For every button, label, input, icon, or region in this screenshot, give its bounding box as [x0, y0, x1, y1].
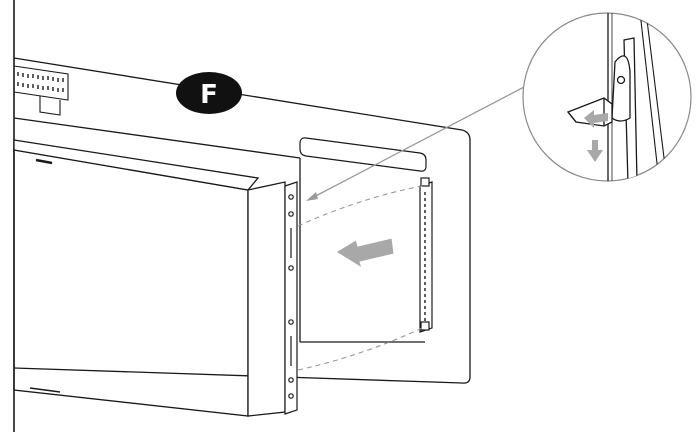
mounting-rail [419, 177, 433, 333]
connector-strip [13, 65, 69, 116]
zoom-callout [522, 12, 692, 182]
plate-slot [299, 137, 427, 172]
motion-guides [297, 185, 423, 371]
step-badge-bg [176, 72, 242, 114]
device-body [13, 139, 286, 417]
leader-arrow [306, 192, 318, 201]
step-label: F [200, 80, 218, 110]
step-badge: F [176, 72, 242, 114]
release-arrows [584, 110, 608, 162]
mounting-plate [13, 57, 471, 384]
callout-leader [307, 85, 527, 201]
direction-arrow [335, 237, 395, 270]
side-bracket [284, 181, 298, 415]
